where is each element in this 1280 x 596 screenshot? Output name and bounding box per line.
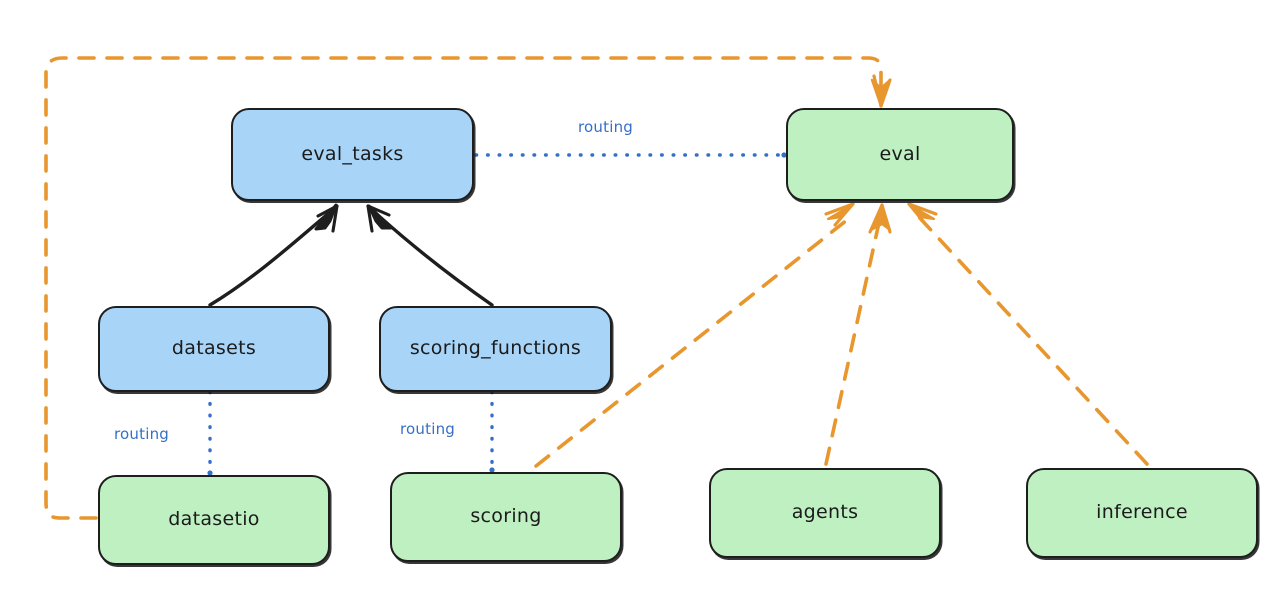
edge-label-routing-datasetio: routing	[114, 425, 169, 443]
node-inference[interactable]: inference	[1026, 468, 1258, 558]
node-eval-tasks[interactable]: eval_tasks	[231, 108, 474, 201]
node-label: scoring_functions	[409, 337, 582, 360]
node-label: inference	[1096, 501, 1188, 524]
node-label: eval_tasks	[301, 142, 404, 165]
node-datasets[interactable]: datasets	[98, 306, 330, 392]
node-label: scoring	[470, 505, 542, 528]
node-label: datasetio	[168, 508, 260, 531]
edge-eval-tasks-to-eval	[474, 152, 787, 158]
node-label: agents	[791, 501, 859, 524]
node-agents[interactable]: agents	[709, 468, 941, 558]
edge-label-routing-eval: routing	[578, 118, 633, 136]
node-scoring-functions[interactable]: scoring_functions	[379, 306, 612, 392]
edge-inference-to-eval	[907, 202, 1149, 466]
node-label: eval	[879, 142, 921, 165]
node-datasetio[interactable]: datasetio	[98, 475, 330, 565]
edge-datasets-to-eval-tasks	[208, 203, 339, 307]
edge-datasets-to-datasetio	[207, 390, 213, 476]
edge-scoring-functions-to-eval-tasks	[366, 204, 494, 307]
node-label: datasets	[171, 337, 257, 360]
edge-scoring-functions-to-scoring	[489, 390, 495, 473]
edge-agents-to-eval	[824, 203, 892, 466]
node-scoring[interactable]: scoring	[390, 472, 622, 562]
node-eval[interactable]: eval	[786, 108, 1014, 201]
edge-label-routing-scoring: routing	[400, 420, 455, 438]
